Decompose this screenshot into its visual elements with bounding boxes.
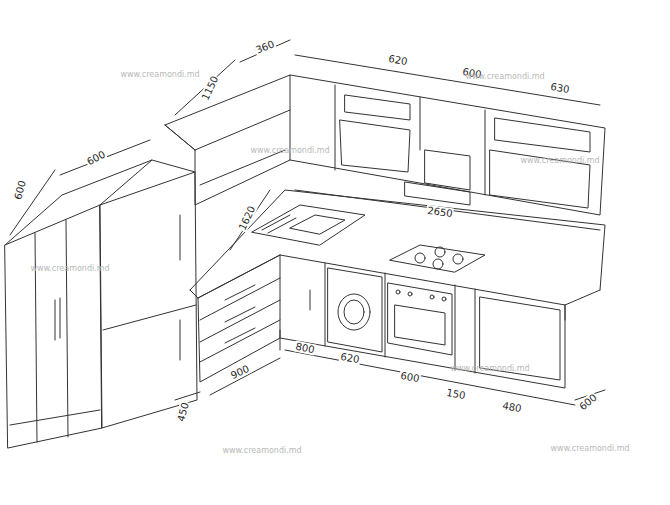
dimension-label: 450 [175,400,191,423]
dimension-label: 600 [576,391,599,413]
dimension-label: 1150 [199,73,221,103]
dimension-label: 630 [549,81,572,95]
watermark: www.creamondi.md [222,446,301,455]
dimension-label: 600 [12,178,28,201]
dimension-label: 620 [339,351,362,365]
watermark: www.creamondi.md [250,146,329,155]
dimension-label: 800 [294,340,317,355]
dimension-label: 480 [501,400,524,414]
dimension-label: 600 [84,148,108,168]
dimension-label: 620 [387,53,410,67]
watermark: www.creamondi.md [450,364,529,373]
dimension-label: 1620 [236,203,258,233]
dimension-label: 600 [399,370,422,384]
dimension-label: 2650 [426,205,455,220]
watermark: www.creamondi.md [550,444,629,453]
watermark: www.creamondi.md [120,70,199,79]
watermark: www.creamondi.md [30,264,109,273]
watermark: www.creamondi.md [520,156,599,165]
dimension-label: 150 [445,387,468,401]
watermark: www.creamondi.md [465,72,544,81]
dimension-label: 360 [253,38,277,56]
